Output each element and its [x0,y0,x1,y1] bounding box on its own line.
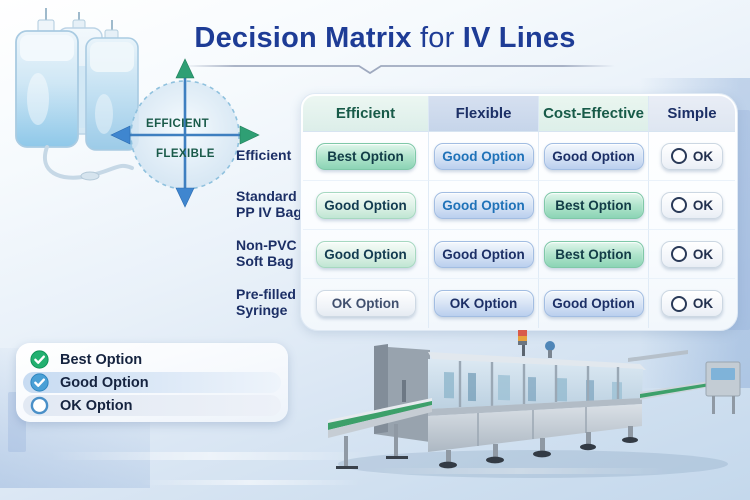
legend-item-best: Best Option [23,349,281,370]
matrix-row-labels: Efficient Standard PP IV Bag Non-PVC Sof… [236,130,302,326]
iv-bags-illustration [15,8,139,181]
matrix-cell: OK [649,279,735,328]
matrix-cell: OK [649,230,735,279]
good-option-badge: Good Option [433,142,534,170]
floor-reflection [50,452,370,460]
good-option-badge: Good Option [315,191,416,219]
row-label-standard-pp-iv-bag: Standard PP IV Bag [236,187,302,220]
filling-line-illustration [328,330,741,478]
circle-outline-icon [670,197,687,213]
title-divider [183,65,615,75]
matrix-cell: Good Option [539,279,649,328]
decision-matrix-table: Efficient Flexible Cost-Effective Simple… [300,93,738,331]
column-header-cost-effective: Cost-Effective [539,96,649,132]
matrix-cell: Good Option [429,230,539,279]
ok-label: OK [692,296,714,311]
best-option-badge: Best Option [543,240,644,268]
compass-graphic [110,58,260,208]
title-part-1: Decision Matrix [194,22,412,54]
matrix-cell: OK Option [429,279,539,328]
legend-item-ok: OK Option [23,395,281,416]
matrix-cell: Good Option [539,132,649,181]
circle-outline-blue-icon [30,396,49,415]
matrix-cell: Good Option [303,181,429,230]
matrix-cell: Good Option [429,181,539,230]
column-header-simple: Simple [649,96,735,132]
matrix-cell: OK [649,132,735,181]
matrix-cell: OK Option [303,279,429,328]
legend-item-good: Good Option [23,372,281,393]
ok-badge: OK [661,290,723,317]
ok-badge: OK [661,240,723,268]
circle-outline-icon [670,148,687,164]
matrix-cell: Best Option [539,181,649,230]
best-option-badge: Best Option [543,191,644,219]
matrix-cell: Good Option [429,132,539,181]
title-part-2: for [420,22,455,54]
row-label-pre-filled-syringe: Pre-filled Syringe [236,285,296,318]
arrow-up-icon [175,58,195,79]
ok-badge: OK [661,191,723,219]
legend-label: Good Option [60,374,149,391]
column-header-efficient: Efficient [303,96,429,132]
legend-label: OK Option [60,397,133,414]
floor-reflection [370,468,670,474]
circle-outline-icon [670,246,687,262]
good-option-badge: Good Option [543,142,644,170]
column-header-flexible: Flexible [429,96,539,132]
circle-outline-icon [670,295,687,312]
matrix-cell: Best Option [303,132,429,181]
arrow-left-icon [110,125,131,145]
floor-reflection [140,480,360,485]
row-label-efficient: Efficient [236,146,292,163]
check-circle-green-icon [30,350,49,369]
ok-label: OK [692,148,714,164]
ok-option-badge: OK Option [433,290,534,317]
matrix-cell: OK [649,181,735,230]
ok-label: OK [692,246,714,262]
priority-compass: EFFICIENT FLEXIBLE [110,58,260,208]
good-option-badge: Good Option [543,290,644,317]
row-label-non-pvc-soft-bag: Non-PVC Soft Bag [236,236,297,269]
ok-option-badge: OK Option [315,290,416,317]
compass-label-flexible: FLEXIBLE [156,148,215,160]
arrow-right-icon [239,125,260,145]
arrow-down-icon [175,187,195,208]
legend-card: Best Option Good Option OK Option [16,343,288,422]
good-option-badge: Good Option [433,191,534,219]
compass-label-efficient: EFFICIENT [146,118,210,130]
best-option-badge: Best Option [315,142,416,170]
title-part-3: IV Lines [462,22,576,54]
matrix-cell: Best Option [539,230,649,279]
page-title: Decision Matrix for IV Lines [155,22,615,55]
ok-badge: OK [661,142,723,170]
good-option-badge: Good Option [433,240,534,268]
legend-label: Best Option [60,351,143,368]
check-circle-blue-icon [30,373,49,392]
matrix-cell: Good Option [303,230,429,279]
ok-label: OK [692,197,714,213]
good-option-badge: Good Option [315,240,416,268]
